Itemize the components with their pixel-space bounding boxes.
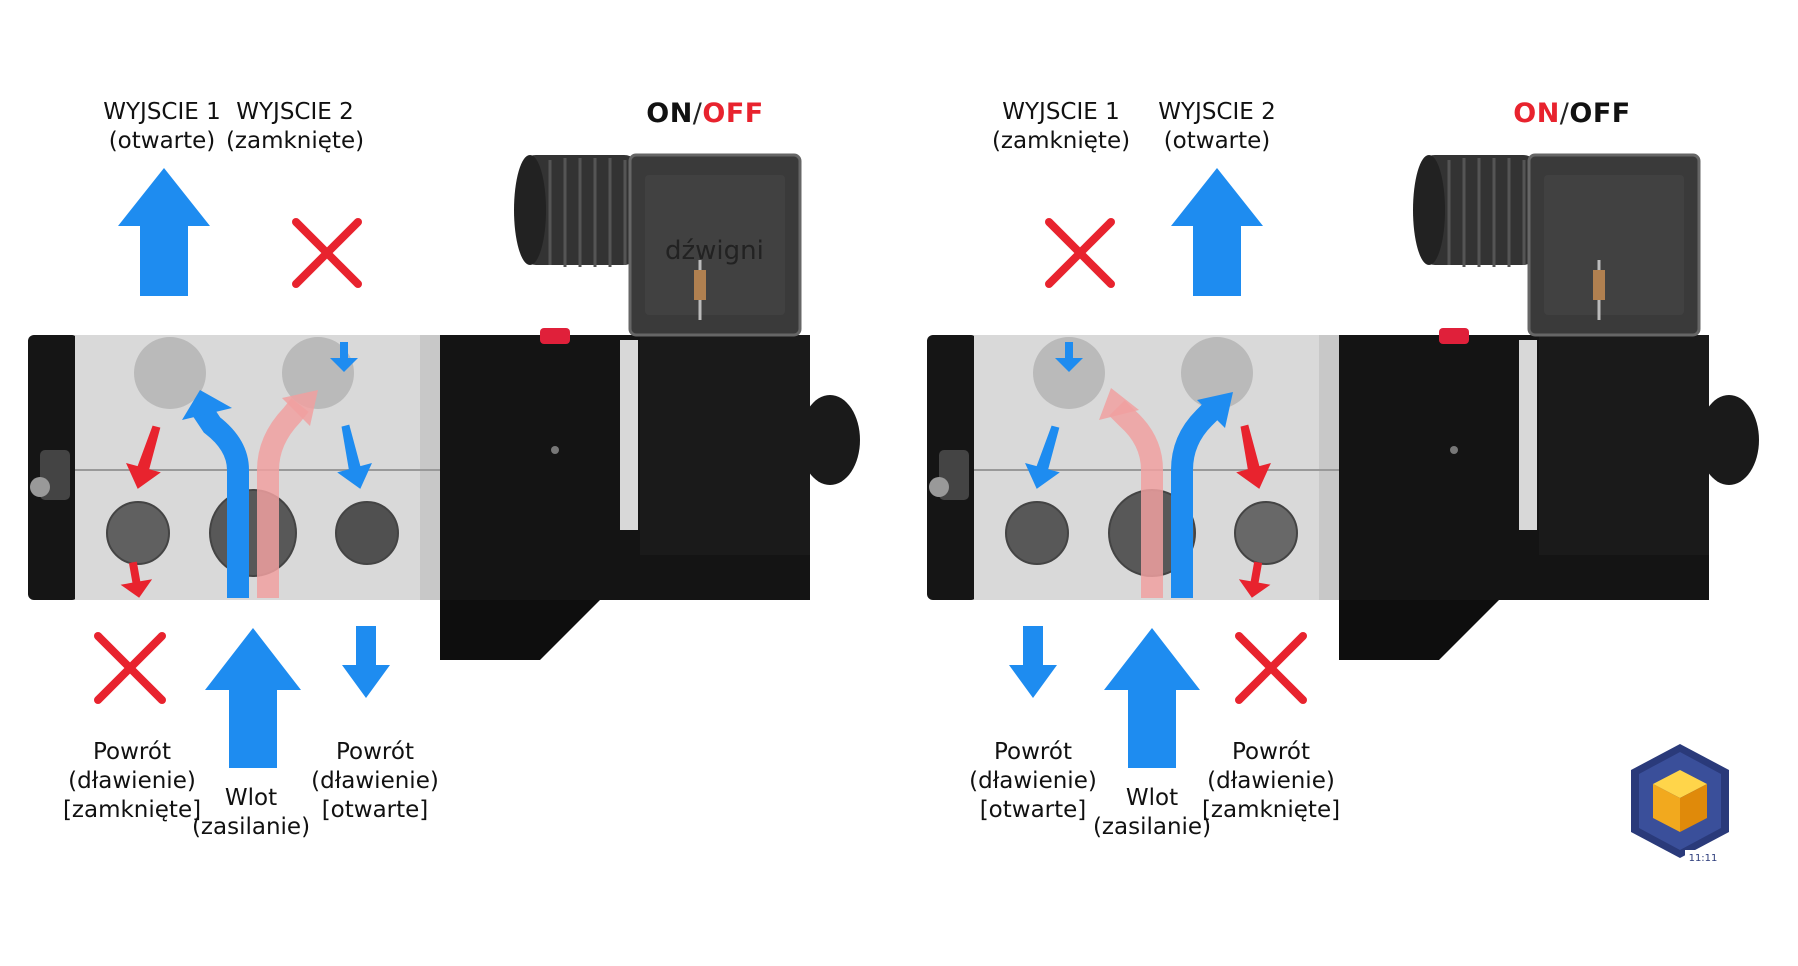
return-right-closed-x <box>1235 632 1307 704</box>
inlet-label: Wlot (zasilanie) <box>192 784 310 842</box>
return-right-open-arrow <box>342 626 390 698</box>
return-left-label: Powrót (dławienie) [zamknięte] <box>63 738 201 825</box>
outlet1-title: WYJSCIE 1 <box>1002 99 1120 125</box>
return-left-line-3: [otwarte] <box>979 797 1087 823</box>
logo-caption: 11:11 <box>1689 853 1718 864</box>
on-off-indicator: ON/OFF <box>646 98 764 129</box>
solenoid-coil <box>1339 328 1759 660</box>
outlet2-open-arrow <box>1171 168 1263 296</box>
outlet1-state: (otwarte) <box>108 128 216 154</box>
brand-logo: 11:11 <box>1631 744 1729 864</box>
return-right-line-2: (dławienie) <box>1207 768 1335 794</box>
return-left-closed-x <box>94 632 166 704</box>
return-left-line-3: [zamknięte] <box>62 797 202 823</box>
return-right-label: Powrót (dławienie) [zamknięte] <box>1202 738 1340 825</box>
inlet-line-1: Wlot <box>1125 785 1179 811</box>
return-left-line-2: (dławienie) <box>68 768 196 794</box>
inlet-arrow <box>1104 628 1200 768</box>
on-off-separator: / <box>692 98 703 129</box>
on-label: ON <box>646 98 693 129</box>
return-left-line-1: Powrót <box>994 739 1072 765</box>
valve-panel-on: WYJSCIE 1 (otwarte) WYJSCIE 2 (zamknięte… <box>28 98 860 842</box>
return-left-label: Powrót (dławienie) [otwarte] <box>969 738 1097 825</box>
on-label: ON <box>1513 98 1560 129</box>
return-right-line-1: Powrót <box>1232 739 1310 765</box>
outlet2-label: WYJSCIE 2 (otwarte) <box>1158 98 1276 156</box>
ghost-text: dźwigni <box>665 236 764 266</box>
return-left-open-arrow <box>1009 626 1057 698</box>
inlet-line-1: Wlot <box>224 785 278 811</box>
inlet-arrow <box>205 628 301 768</box>
valve-illustration <box>28 153 860 768</box>
return-right-line-3: [zamknięte] <box>1201 797 1341 823</box>
outlet2-state: (otwarte) <box>1163 128 1271 154</box>
valve-panel-off: WYJSCIE 1 (zamknięte) WYJSCIE 2 (otwarte… <box>899 0 1798 966</box>
on-off-indicator: ON/OFF <box>1513 98 1631 129</box>
return-right-line-1: Powrót <box>336 739 414 765</box>
flow-paths <box>120 342 372 598</box>
connector-plug <box>1413 153 1701 337</box>
outlet2-label: WYJSCIE 2 (zamknięte) <box>226 98 364 156</box>
outlet1-title: WYJSCIE 1 <box>103 99 221 125</box>
outlet2-state: (zamknięte) <box>225 128 365 154</box>
inlet-label: Wlot (zasilanie) <box>1093 784 1211 842</box>
return-right-line-3: [otwarte] <box>321 797 429 823</box>
return-right-label: Powrót (dławienie) [otwarte] <box>311 738 439 825</box>
outlet2-title: WYJSCIE 2 <box>236 99 354 125</box>
return-right-line-2: (dławienie) <box>311 768 439 794</box>
solenoid-coil <box>440 328 860 660</box>
off-label: OFF <box>702 98 764 129</box>
connector-plug <box>514 153 802 337</box>
outlet1-label: WYJSCIE 1 (zamknięte) <box>992 98 1130 156</box>
return-left-line-2: (dławienie) <box>969 768 1097 794</box>
inlet-line-2: (zasilanie) <box>1092 814 1212 840</box>
outlet1-open-arrow <box>118 168 210 296</box>
outlet1-closed-x <box>1045 218 1115 288</box>
on-off-separator: / <box>1559 98 1570 129</box>
outlet2-closed-x <box>292 218 362 288</box>
inlet-line-2: (zasilanie) <box>191 814 311 840</box>
valve-illustration <box>927 153 1759 768</box>
outlet1-label: WYJSCIE 1 (otwarte) <box>103 98 221 156</box>
return-left-line-1: Powrót <box>93 739 171 765</box>
flow-paths <box>1025 342 1271 598</box>
outlet2-title: WYJSCIE 2 <box>1158 99 1276 125</box>
off-label: OFF <box>1569 98 1631 129</box>
outlet1-state: (zamknięte) <box>991 128 1131 154</box>
